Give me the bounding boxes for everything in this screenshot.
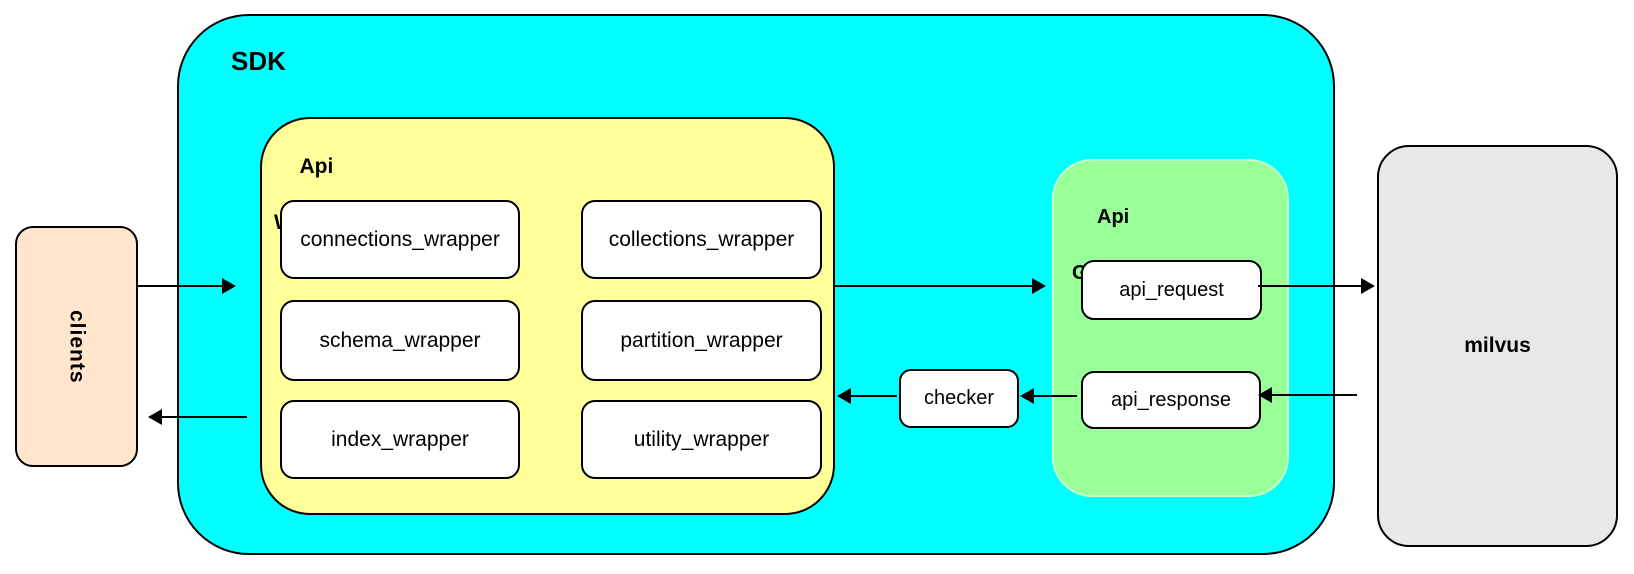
sdk-container: SDK Api Wrapper connections_wrapper coll… [177,14,1335,555]
checker-node: checker [899,369,1019,428]
milvus-label: milvus [1464,334,1531,357]
arrow-line [851,395,897,397]
arrow-head [1258,387,1272,403]
arrow-head [222,278,236,294]
module-label: schema_wrapper [319,328,481,352]
module-connections-wrapper: connections_wrapper [280,200,520,279]
module-label: connections_wrapper [300,227,500,251]
arrow-line [1272,394,1357,396]
arrow-head [1020,388,1034,404]
api-gateway-container: Api Gateway api_request api_response [1052,159,1289,497]
module-label: collections_wrapper [608,227,795,251]
arrow-head [1361,278,1375,294]
module-partition-wrapper: partition_wrapper [581,300,822,381]
module-label: utility_wrapper [633,427,770,451]
arrow-line [1258,285,1361,287]
api-request-label: api_request [1119,278,1224,301]
clients-label: clients [65,309,89,384]
api-wrapper-container: Api Wrapper connections_wrapper collecti… [260,117,835,515]
api-wrapper-title-line1: Api [299,155,334,178]
module-label: partition_wrapper [620,328,783,352]
checker-label: checker [923,387,995,409]
arrow-line [1034,395,1077,397]
api-request-node: api_request [1081,260,1262,320]
arrow-line [833,285,1032,287]
arrow-head [148,409,162,425]
api-response-label: api_response [1110,388,1232,411]
arrow-head [1032,278,1046,294]
module-index-wrapper: index_wrapper [280,400,520,479]
api-gateway-title-line1: Api [1097,206,1130,228]
module-collections-wrapper: collections_wrapper [581,200,822,279]
arrow-head [837,388,851,404]
module-schema-wrapper: schema_wrapper [280,300,520,381]
api-response-node: api_response [1081,371,1261,429]
module-utility-wrapper: utility_wrapper [581,400,822,479]
sdk-label: SDK [231,46,286,76]
clients-node: clients [15,226,138,467]
milvus-node: milvus [1377,145,1618,547]
arrow-line [138,285,222,287]
arrow-line [162,416,247,418]
module-label: index_wrapper [331,427,469,451]
